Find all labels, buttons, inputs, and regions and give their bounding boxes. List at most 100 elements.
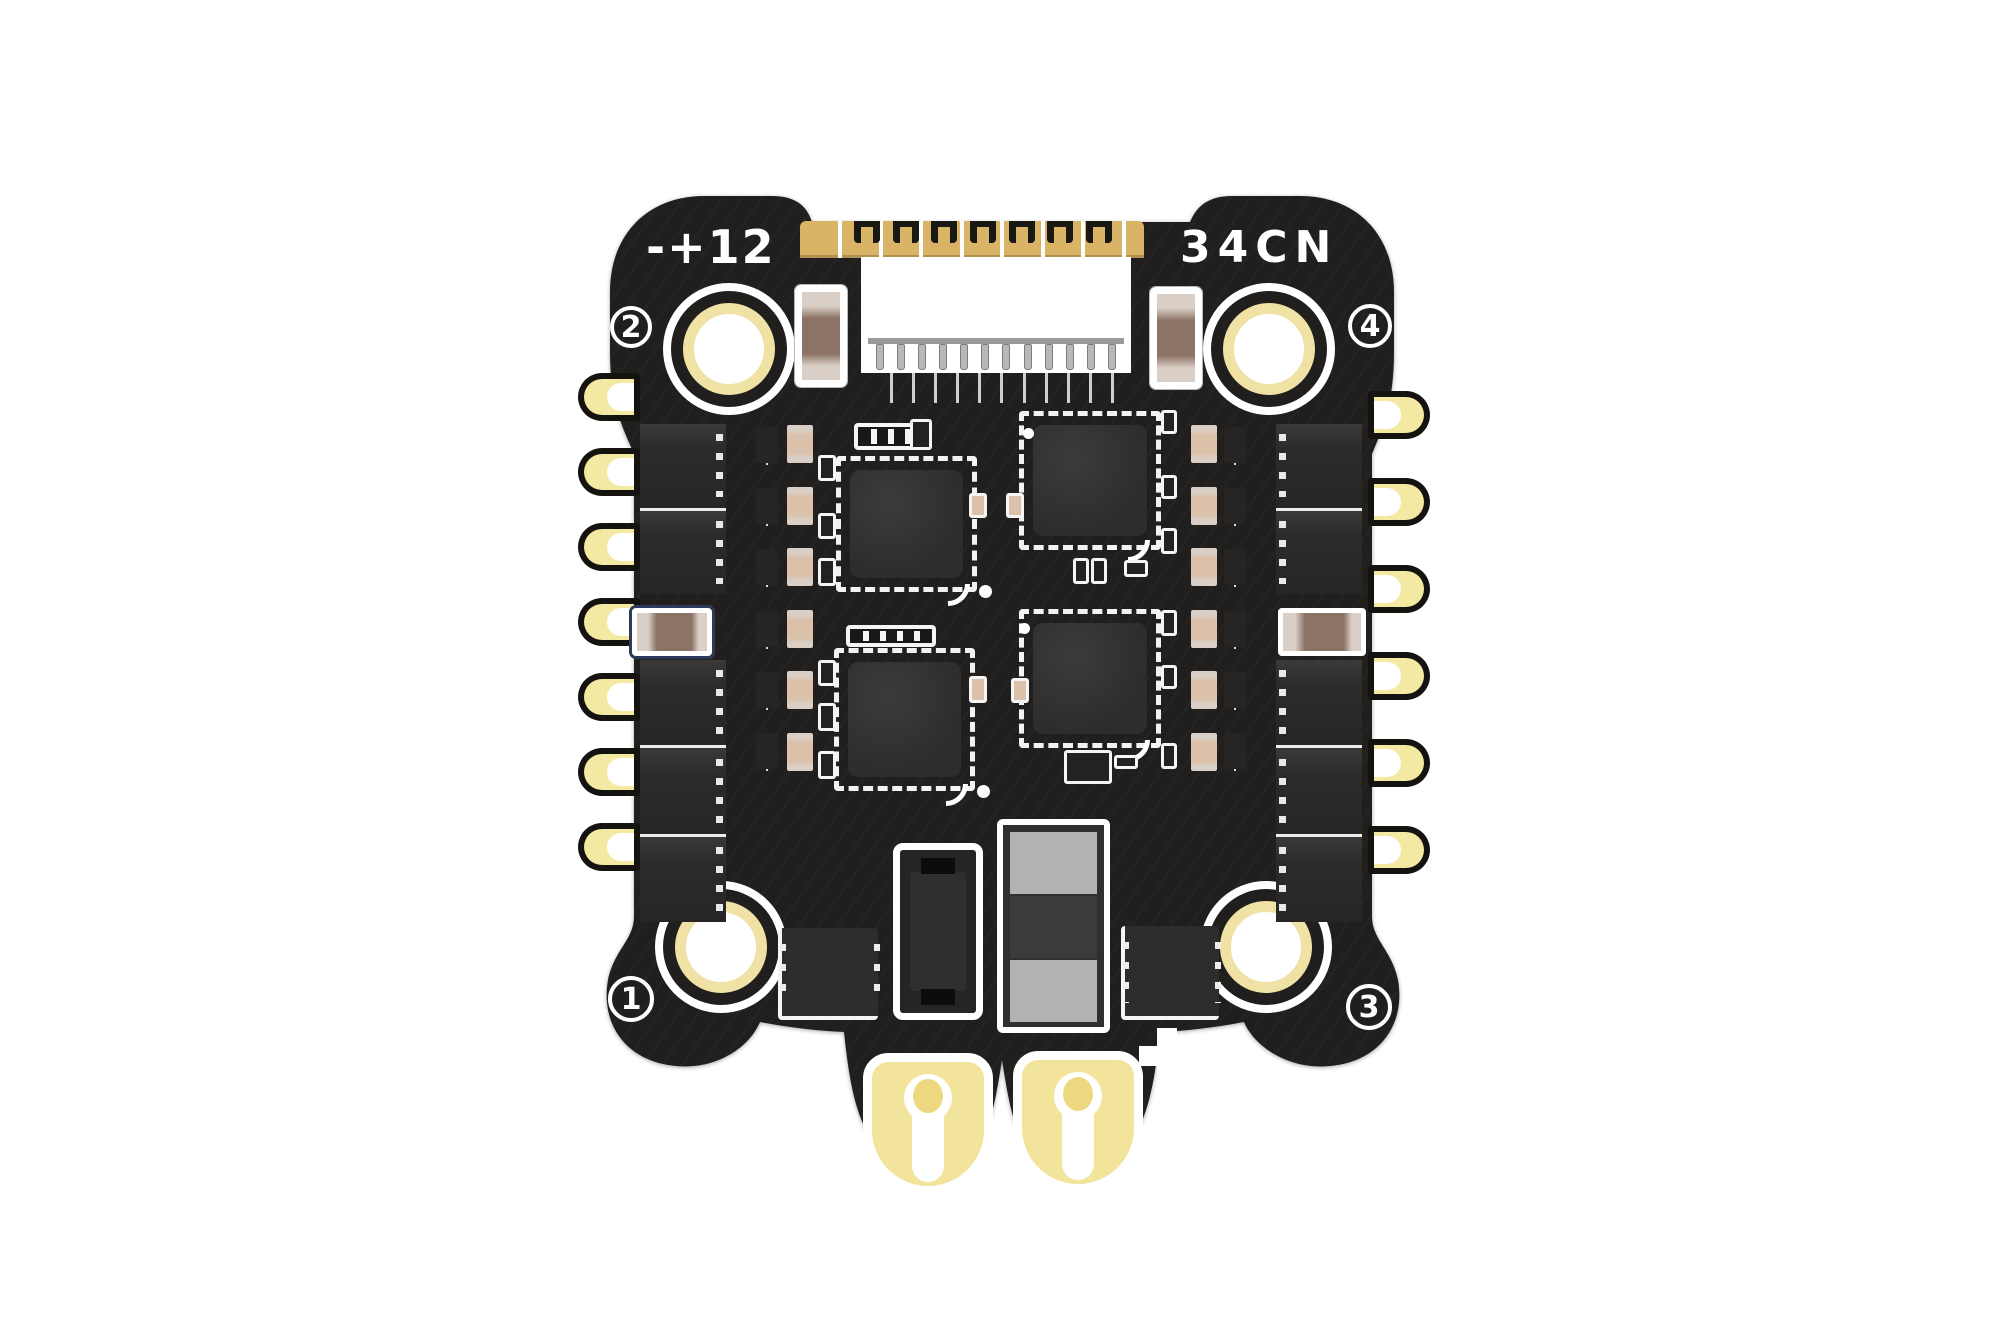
smd-resistor [787, 671, 813, 710]
component-stub [756, 671, 778, 708]
battery-minus-mark [806, 1048, 842, 1066]
shunt-band-dark [1010, 896, 1097, 958]
component-stub [1224, 610, 1246, 647]
connector-pin [897, 344, 906, 370]
edge-solder-pad [578, 373, 640, 421]
small-footprint [1161, 610, 1177, 636]
mosfet-stack-right-lower [1276, 660, 1362, 922]
smd-resistor [1191, 548, 1217, 587]
pad-separator [1000, 221, 1005, 258]
small-footprint [818, 703, 836, 731]
smd-capacitor-top-right [1149, 286, 1203, 390]
mosfet-stack-left-upper [640, 424, 726, 594]
connector-pin [1023, 344, 1032, 370]
ic-die [1033, 623, 1147, 734]
driver-ic-lower-left [834, 648, 975, 791]
connector-pin-leg [978, 373, 982, 403]
diode-terminal [921, 989, 955, 1005]
pad-separator [959, 221, 964, 258]
resistor-column-right [1191, 425, 1217, 771]
smd-resistor [1191, 732, 1217, 771]
connector-pin [876, 344, 884, 370]
connector-pin-leg [890, 373, 893, 403]
mosfet-chip [1276, 833, 1362, 922]
driver-ic-upper-right [1019, 411, 1161, 550]
connector-pin [1086, 344, 1095, 370]
smd-resistor [1191, 609, 1217, 648]
small-footprint [1161, 410, 1177, 434]
header-footprint-lower [846, 625, 936, 647]
edge-solder-pad [1368, 478, 1430, 526]
dual-pad-footprint [1064, 750, 1112, 784]
diode-terminal [921, 858, 955, 874]
small-footprint [1161, 665, 1177, 689]
pin1-dot [1023, 428, 1034, 439]
hole-number-badge-1: 1 [608, 976, 654, 1022]
smd-resistor-mid [969, 676, 987, 703]
castellation-mark [854, 221, 880, 243]
edge-solder-pad [578, 748, 640, 796]
pad-separator [878, 221, 883, 258]
small-footprint [1161, 743, 1177, 769]
connector-pins [876, 344, 1116, 372]
bottom-ic-right [1121, 926, 1221, 1020]
small-capacitor [1124, 560, 1148, 577]
hole-number-badge-4: 4 [1348, 304, 1392, 348]
shunt-resistor [997, 819, 1110, 1033]
driver-ic-lower-right [1019, 609, 1161, 748]
edge-solder-pad [1368, 565, 1430, 613]
gold-pad-separators [838, 221, 1126, 258]
mounting-hole-top-right-bore [1223, 303, 1315, 395]
label-motor-12: -+12 [646, 220, 776, 274]
smd-resistor [787, 732, 813, 771]
edge-solder-pad [578, 598, 640, 646]
component-stub [1224, 427, 1246, 463]
small-footprint [1161, 528, 1177, 554]
edge-solder-pad [578, 448, 640, 496]
battery-solder-pad-negative [863, 1053, 993, 1195]
smd-resistor [787, 609, 813, 648]
connector-pin-leg [956, 373, 960, 403]
hole-number-badge-2: 2 [610, 306, 652, 348]
small-capacitor [1114, 755, 1138, 769]
mosfet-chip [640, 833, 726, 922]
mosfet-stack-left-lower [640, 660, 726, 922]
small-footprint [818, 513, 836, 539]
castellation-mark [1085, 221, 1112, 243]
smd-capacitor-right-edge [1278, 608, 1366, 656]
battery-plus-mark [1139, 1028, 1195, 1084]
plated-hole-ring [1063, 1077, 1093, 1111]
smd-capacitor-top-left [794, 284, 848, 388]
ic-die [850, 470, 963, 578]
right-edge-pads [1368, 391, 1430, 874]
connector-pin-leg [912, 373, 916, 403]
smd-resistor-mid [969, 493, 987, 518]
small-footprint [818, 558, 836, 586]
small-capacitor [1073, 558, 1089, 584]
connector-pin [981, 344, 990, 370]
connector-pin-leg [1066, 373, 1070, 403]
connector-pin [1002, 344, 1011, 370]
connector-pin-leg [1088, 373, 1092, 403]
edge-solder-pad [578, 673, 640, 721]
connector-pin-leg [1110, 373, 1114, 403]
connector-pin [939, 344, 948, 370]
ic-die [1033, 425, 1147, 536]
component-stub [756, 427, 778, 463]
edge-solder-pad [1368, 739, 1430, 787]
gate-stub-column-left [756, 427, 778, 769]
edge-solder-pad [578, 823, 640, 871]
ic-die [848, 662, 961, 777]
small-footprint [818, 751, 836, 779]
mosfet-chip [640, 745, 726, 834]
connector-pin [1065, 344, 1074, 370]
smd-resistor [1191, 671, 1217, 710]
pad-separator [919, 221, 924, 258]
small-capacitor [1091, 558, 1107, 584]
label-motor-34cn: 34CN [1180, 222, 1339, 273]
shunt-band-light [1010, 960, 1097, 1022]
component-stub [1224, 488, 1246, 525]
connector-pin [918, 344, 927, 370]
battery-solder-pad-positive [1013, 1051, 1143, 1193]
component-stub [756, 732, 778, 769]
